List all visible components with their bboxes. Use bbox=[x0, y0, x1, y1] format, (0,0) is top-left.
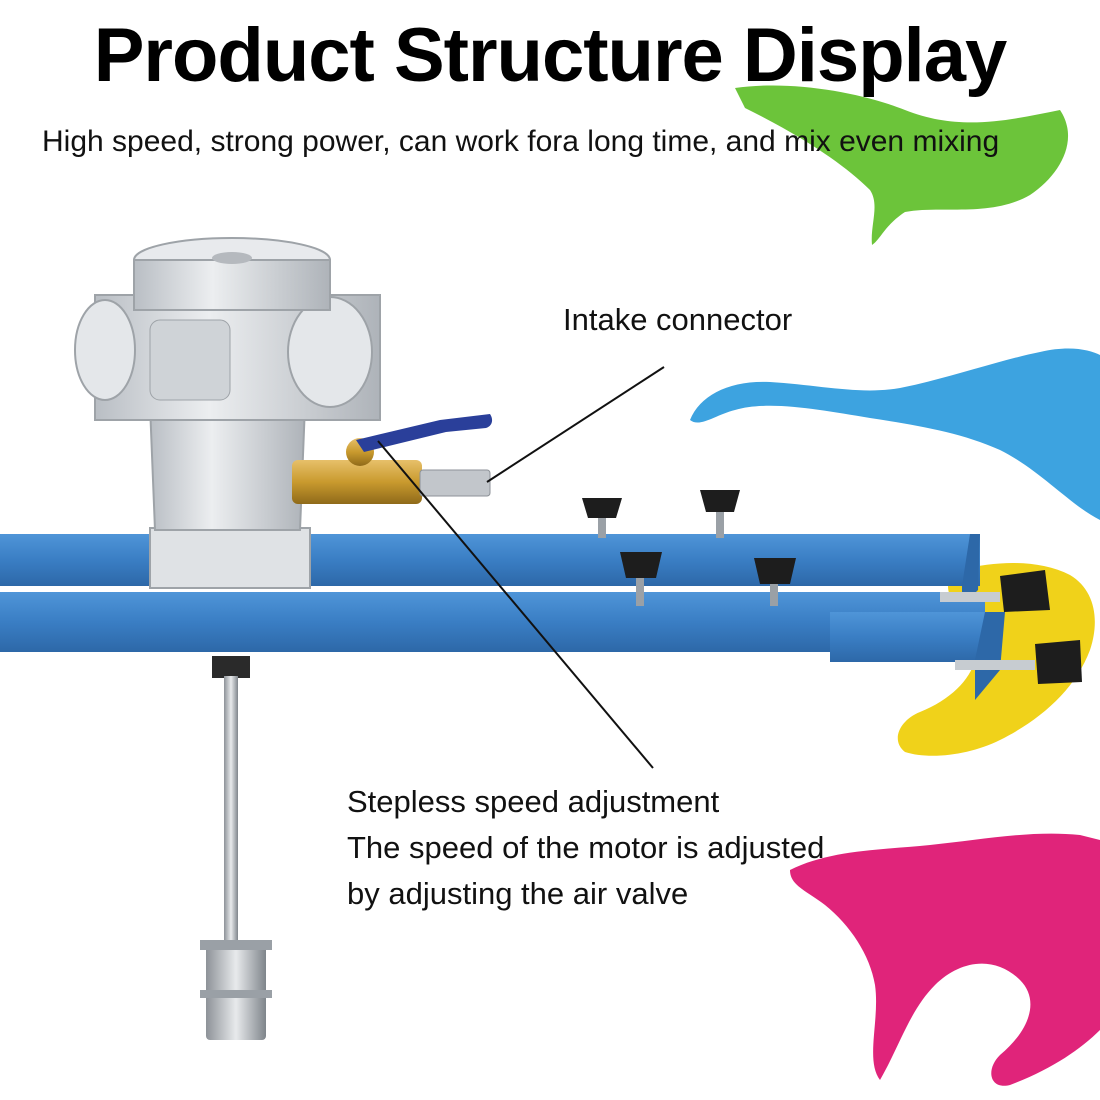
brass-valve-body bbox=[292, 460, 422, 504]
adjustment-knob bbox=[620, 552, 662, 606]
green-paint-splash bbox=[735, 85, 1069, 245]
motor-cap-side bbox=[74, 299, 136, 401]
magenta-paint-splash bbox=[790, 833, 1100, 1086]
speed-callout-line-2: by adjusting the air valve bbox=[347, 876, 689, 911]
lower-beam-extension bbox=[830, 612, 1000, 662]
side-knob bbox=[940, 570, 1050, 612]
speed-callout-heading: Stepless speed adjustment bbox=[347, 784, 720, 819]
speed-leader-line bbox=[377, 440, 654, 769]
adjustment-knob bbox=[754, 558, 796, 606]
intake-leader-line bbox=[486, 366, 665, 483]
subtitle: High speed, strong power, can work fora … bbox=[42, 125, 1000, 158]
upper-beam-bracket bbox=[962, 534, 980, 606]
page-title: Product Structure Display bbox=[93, 13, 1008, 98]
lower-beam bbox=[0, 592, 985, 652]
stirring-shaft bbox=[224, 676, 238, 946]
lower-beam-bracket bbox=[975, 612, 1005, 700]
air-motor-body bbox=[148, 404, 307, 531]
adjustment-knob bbox=[700, 490, 740, 538]
side-knob bbox=[955, 640, 1082, 684]
motor-cap-side bbox=[287, 296, 373, 408]
blue-paint-splash bbox=[690, 348, 1100, 520]
upper-beam bbox=[0, 534, 980, 586]
speed-callout-line-1: The speed of the motor is adjusted bbox=[347, 830, 825, 865]
motor-base-plate bbox=[149, 527, 311, 589]
intake-connector-label: Intake connector bbox=[563, 302, 793, 337]
adjustment-knob bbox=[582, 498, 622, 538]
motor-mount-nut bbox=[212, 656, 250, 678]
intake-fitting bbox=[419, 469, 491, 497]
valve-handle bbox=[356, 414, 493, 452]
speed-adjustment-callout: Stepless speed adjustment The speed of t… bbox=[347, 779, 907, 917]
